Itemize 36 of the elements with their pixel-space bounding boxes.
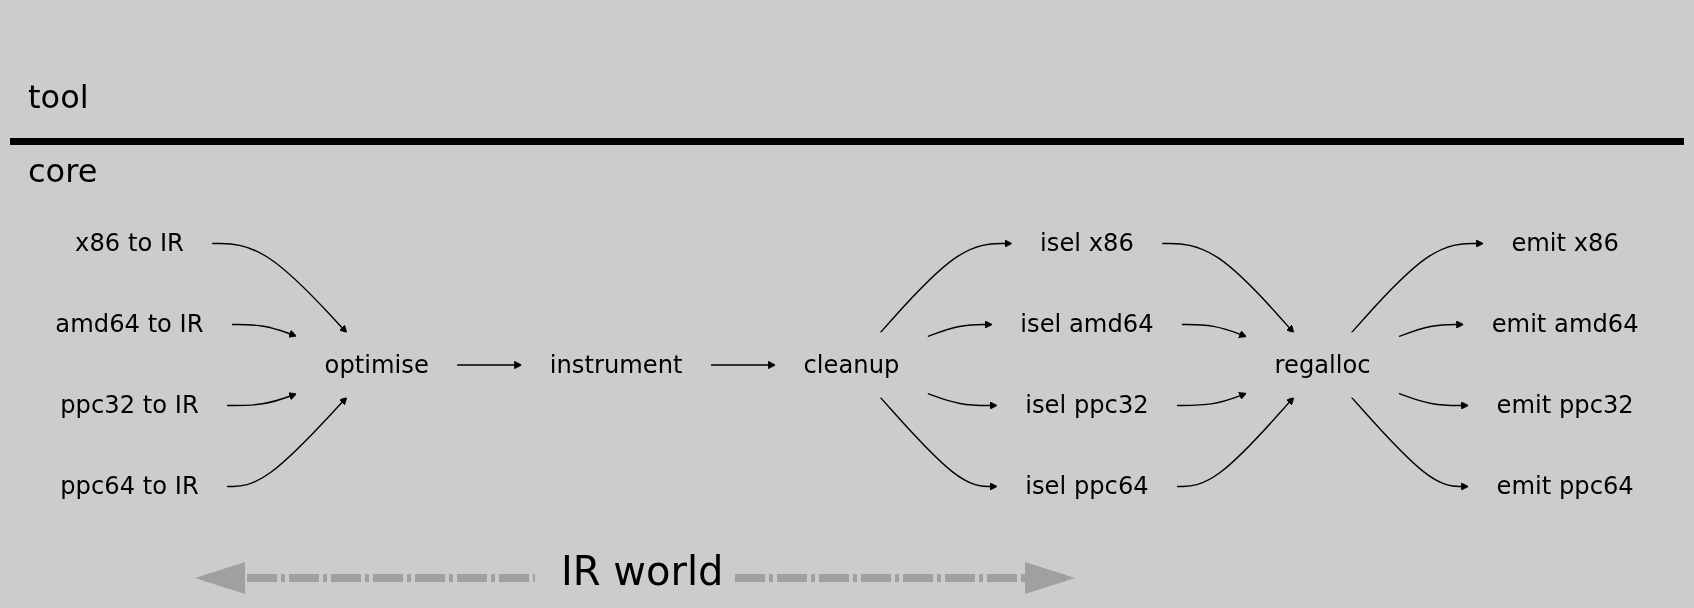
arrow (709, 360, 776, 370)
node-text: ppc32 to IR (60, 391, 199, 419)
node-text: ppc64 to IR (60, 472, 199, 500)
layer-label: tool (28, 78, 89, 116)
node-text: isel ppc32 (1025, 391, 1149, 419)
arrow (1180, 323, 1248, 338)
arrow (1397, 392, 1469, 410)
node-text: regalloc (1274, 350, 1371, 379)
layer-label: core (28, 152, 98, 190)
arrow (1350, 239, 1484, 334)
arrow (230, 323, 298, 338)
node-text: instrument (549, 350, 683, 379)
arrow (211, 242, 348, 334)
node-text: emit x86 (1511, 229, 1619, 258)
arrow (1397, 320, 1465, 338)
node-text: cleanup (803, 350, 900, 379)
node-text: isel amd64 (1020, 310, 1154, 338)
node-text: amd64 to IR (55, 310, 204, 338)
arrow (456, 360, 523, 370)
arrow (225, 392, 298, 407)
arrow (1161, 242, 1295, 334)
arrow (1175, 396, 1295, 488)
node-text: emit ppc32 (1496, 391, 1634, 419)
arrow (1175, 392, 1248, 407)
arrow (225, 396, 348, 488)
node-text: emit amd64 (1491, 310, 1639, 338)
node-text: emit ppc64 (1496, 472, 1634, 500)
arrow (926, 320, 993, 338)
node-text: optimise (324, 350, 429, 379)
node-text: isel ppc64 (1025, 472, 1149, 500)
arrow (879, 239, 1013, 334)
node-text: isel x86 (1040, 229, 1134, 258)
arrow (879, 396, 998, 491)
node-text: x86 to IR (75, 229, 184, 258)
arrow (926, 392, 998, 410)
arrow (1350, 396, 1469, 491)
